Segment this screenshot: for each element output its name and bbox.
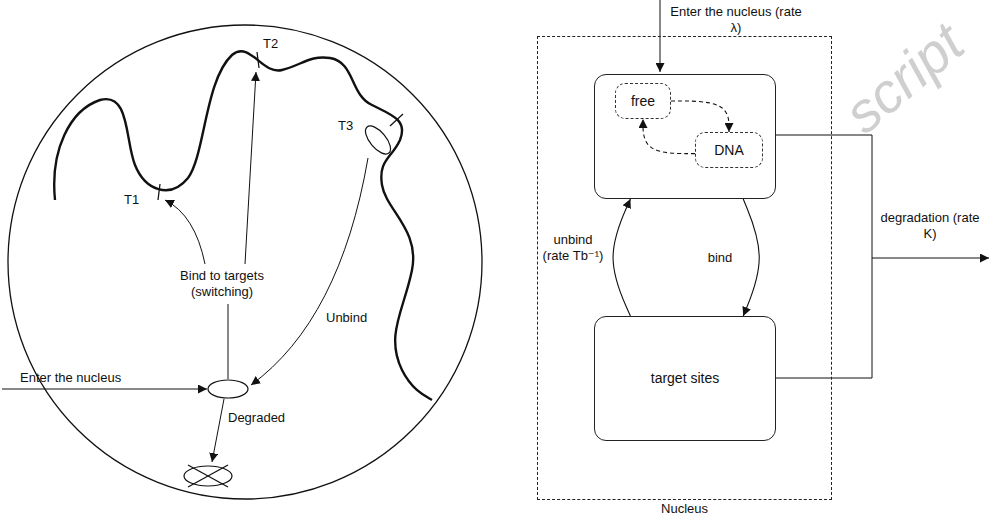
edge-label: bind [698,250,742,266]
target-label: T3 [338,118,362,134]
rate-label: Enter the nucleus (rate λ) [666,4,806,37]
dna-strand [54,51,432,400]
degradation-wire [775,135,872,378]
target-tick [257,52,259,68]
node-text: target sites [651,370,719,387]
target-tick [390,114,403,126]
nucleus-box: freeDNAtarget sitesNucleus [537,36,832,500]
cross-mark [188,465,228,487]
state-box: freeDNA [594,74,776,199]
cross-mark [188,465,228,487]
dna-state: DNA [695,132,763,168]
transition-arrow [613,199,630,316]
target-box: target sites [594,316,776,441]
target-label: T1 [124,192,148,208]
target-tick [158,184,160,200]
transition-arrow [743,199,759,316]
degrade-arrow [212,399,224,462]
degraded-protein [184,466,232,486]
process-label: Degraded [228,410,308,426]
bound-protein [361,122,395,158]
process-label: Unbind [326,310,386,326]
edge-label: unbind (rate Tb⁻¹) [540,232,606,265]
bind-arrow [245,72,256,264]
node-text: DNA [714,142,744,159]
watermark: script [832,0,989,146]
transition-arrow [671,101,729,132]
target-label: T2 [263,36,287,52]
rate-label: degradation (rate K) [875,210,985,243]
free-state: free [615,83,671,119]
bind-stem [228,304,229,379]
unbind-arrow [251,158,368,385]
degradation-arrow [872,258,989,259]
nucleus-circle [8,25,482,499]
process-label: Bind to targets (switching) [172,268,272,301]
process-label: Enter the nucleus [20,370,170,386]
bind-arrow [165,200,205,264]
node-text: Nucleus [538,501,831,517]
enter-arrow [2,389,207,390]
transition-arrow [643,119,695,154]
node-text: free [631,93,655,110]
protein [208,380,248,398]
